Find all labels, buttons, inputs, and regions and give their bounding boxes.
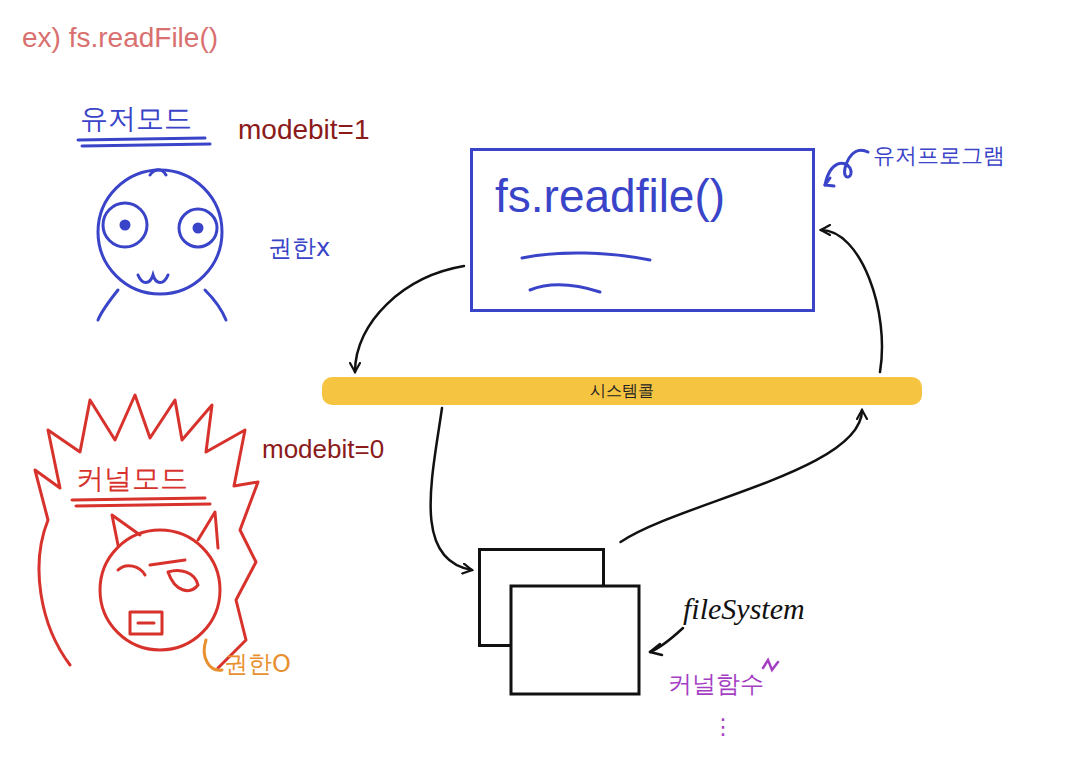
flow-arrow xyxy=(355,266,464,372)
kernel-character xyxy=(35,395,258,668)
user-program-scribbles xyxy=(530,285,600,292)
user-character xyxy=(150,170,166,175)
kernel-character xyxy=(130,612,162,634)
user-character xyxy=(78,138,210,146)
mode-label: 커널모드 xyxy=(76,460,188,498)
kernel-character xyxy=(138,622,154,625)
permission-note: 권한O xyxy=(224,648,291,680)
kernel-character xyxy=(112,512,218,548)
kernel-character xyxy=(150,560,198,591)
user-character xyxy=(179,209,217,247)
kernel-character xyxy=(35,395,258,668)
band-label: 시스템콜 xyxy=(590,381,654,402)
file-rect xyxy=(511,586,639,694)
sparkle xyxy=(763,660,778,670)
user-character xyxy=(98,170,222,294)
user-character xyxy=(138,275,168,283)
user-program-scribbles xyxy=(825,178,834,186)
callout-label: 유저프로그램 xyxy=(873,141,1005,171)
code-text: fs.readfile() xyxy=(495,169,725,223)
user-program-scribbles xyxy=(522,253,650,260)
permission-swirl xyxy=(204,640,222,670)
user-character xyxy=(98,290,226,320)
user-character xyxy=(121,221,129,229)
user-program-box: fs.readfile()유저프로그램 xyxy=(470,148,815,312)
mode-bit: modebit=0 xyxy=(262,434,384,465)
file-system-leader xyxy=(650,644,662,655)
kernel-character xyxy=(72,498,210,506)
callout-label: fileSystem xyxy=(683,592,805,626)
permission-swirl xyxy=(204,640,222,670)
ellipsis-mark: ⋮ xyxy=(712,714,734,739)
user-character xyxy=(194,224,202,232)
title: ex) fs.readFile() xyxy=(22,22,218,54)
user-character xyxy=(103,203,147,247)
file-system-leader xyxy=(650,628,683,655)
kernel-character xyxy=(118,566,145,575)
flow-arrow xyxy=(431,408,472,570)
kernel-character xyxy=(100,530,220,650)
permission-note: 권한x xyxy=(268,232,330,264)
flow-arrow xyxy=(821,230,882,372)
flow-arrow xyxy=(621,410,862,542)
file-stack-outline xyxy=(478,548,640,695)
mode-label: 유저모드 xyxy=(80,100,192,138)
mode-bit: modebit=1 xyxy=(238,114,370,146)
sparkle xyxy=(763,660,778,670)
file-system-box: fileSystem커널함수 xyxy=(478,548,640,695)
system-call-band: 시스템콜 xyxy=(322,377,922,405)
user-character xyxy=(78,138,226,320)
callout-label: 커널함수 xyxy=(668,668,764,700)
user-program-scribbles xyxy=(825,150,868,185)
